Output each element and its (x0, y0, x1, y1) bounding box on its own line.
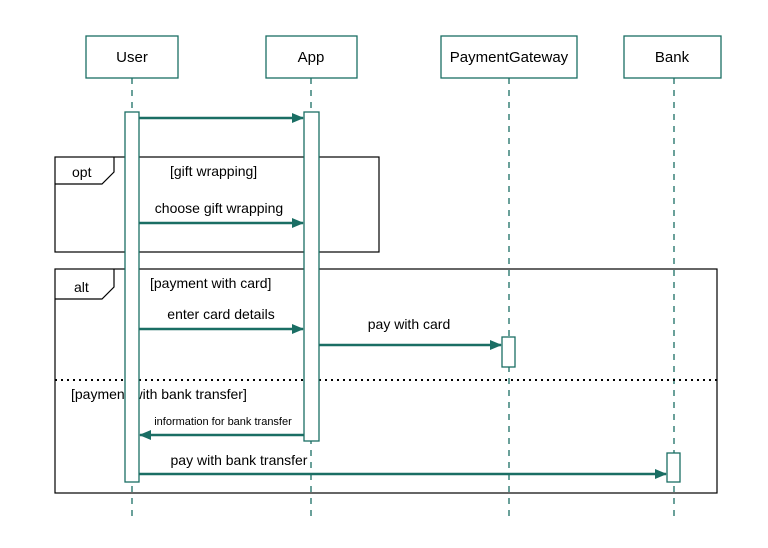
participant-user[interactable]: User (85, 35, 179, 79)
activation-gateway (501, 336, 516, 368)
message-pay-card-label: pay with card (368, 316, 450, 332)
activation-bank (666, 452, 681, 483)
fragment-opt-guard: [gift wrapping] (170, 163, 257, 179)
participant-bank-label: Bank (655, 49, 690, 66)
message-pay-bank-label: pay with bank transfer (171, 452, 308, 468)
participant-app[interactable]: App (265, 35, 358, 79)
participant-gateway[interactable]: PaymentGateway (440, 35, 578, 79)
fragment-alt-guard-2: [payment with bank transfer] (71, 386, 247, 402)
fragment-alt: alt [payment with card] [payment with ba… (54, 268, 718, 494)
fragment-opt: opt [gift wrapping] (54, 156, 380, 253)
message-card-details-label: enter card details (167, 306, 274, 322)
fragment-opt-operator: opt (72, 164, 92, 180)
participant-app-label: App (298, 49, 325, 66)
participant-gateway-label: PaymentGateway (450, 49, 569, 66)
fragment-alt-guard-1: [payment with card] (150, 275, 271, 291)
participant-user-label: User (116, 49, 148, 66)
activation-user (124, 111, 140, 483)
message-bank-info-label: information for bank transfer (154, 416, 292, 428)
fragment-alt-operator: alt (74, 279, 89, 295)
participant-bank[interactable]: Bank (623, 35, 722, 79)
activation-app (303, 111, 320, 442)
message-gift-label: choose gift wrapping (155, 200, 283, 216)
